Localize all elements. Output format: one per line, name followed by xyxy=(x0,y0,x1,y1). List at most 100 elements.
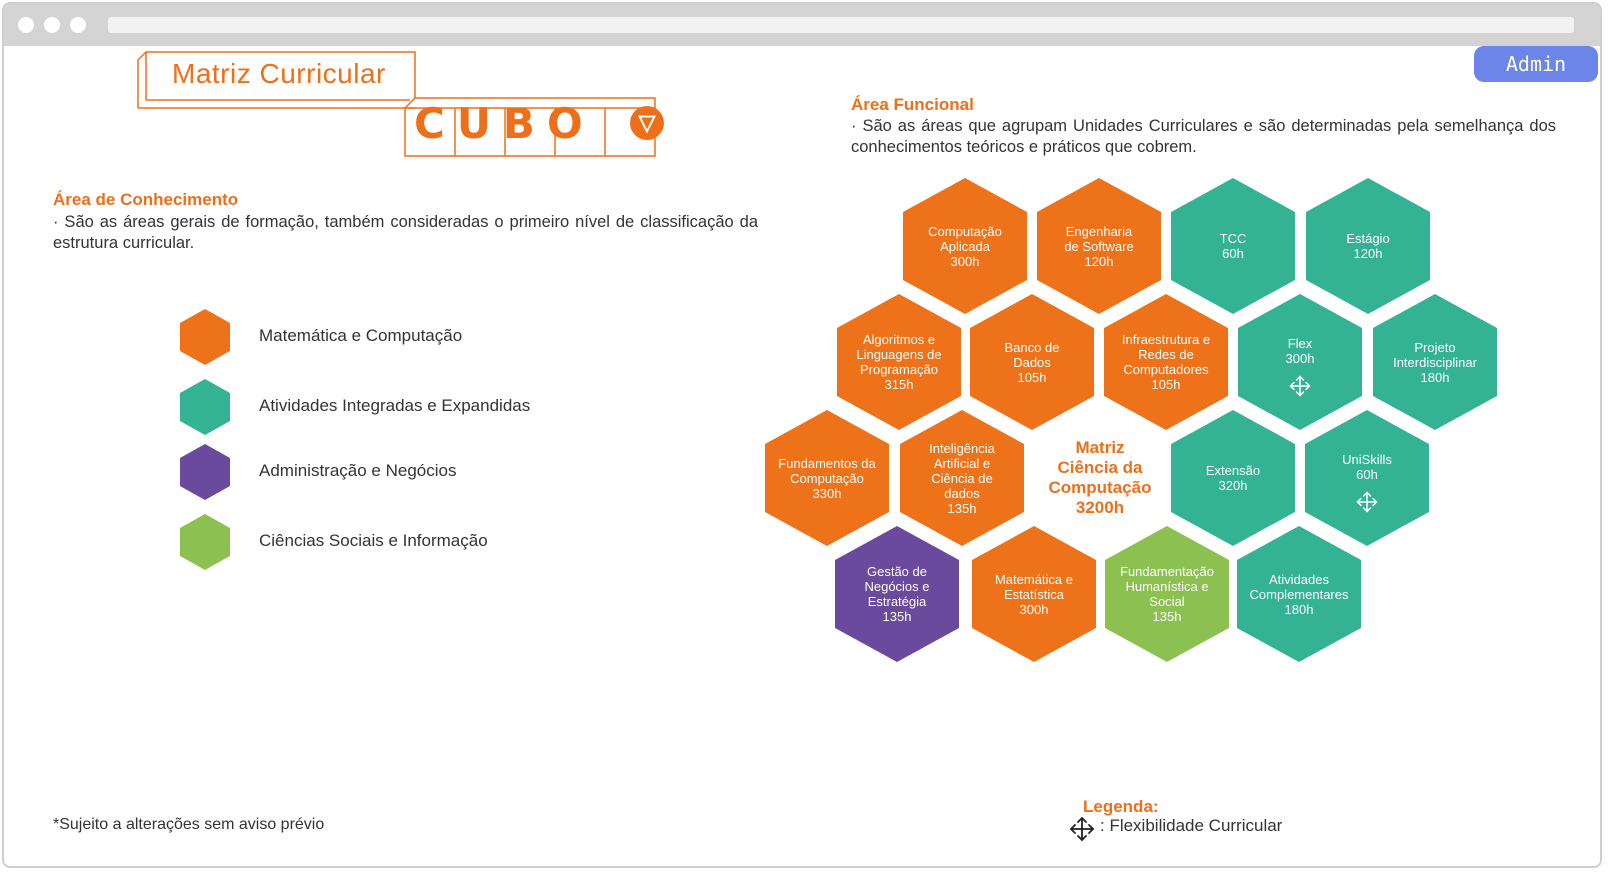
hex-cell[interactable] xyxy=(970,294,1094,430)
logo-emblem-icon: ▽ xyxy=(630,106,664,140)
hex-cell[interactable] xyxy=(1305,410,1429,546)
hex-label-line: 330h xyxy=(812,485,842,501)
hex-cell[interactable] xyxy=(900,410,1024,546)
hex-label-line: 180h xyxy=(1420,369,1450,385)
area-conhecimento-text: · São as áreas gerais de formação, també… xyxy=(53,213,758,252)
hex-label-line: 300h xyxy=(1019,601,1049,617)
legend-hex-icon xyxy=(180,514,230,570)
hex-label-line: UniSkills xyxy=(1342,452,1392,467)
flex-arrows-icon xyxy=(1289,375,1311,397)
center-matrix-title: Matriz Ciência da Computação 3200h xyxy=(1048,438,1152,517)
hex-cell[interactable] xyxy=(1306,178,1430,314)
hex-cell[interactable] xyxy=(1171,410,1295,546)
hex-label-line: dados xyxy=(944,485,980,501)
window-minimize-dot[interactable] xyxy=(44,17,60,33)
hex-cell[interactable] xyxy=(1238,294,1362,430)
hex-cell[interactable] xyxy=(835,526,959,662)
hex-label-line: Negócios e xyxy=(864,579,930,594)
hex-cell[interactable] xyxy=(765,410,889,546)
hex-label-line: Ciência de xyxy=(931,470,993,486)
hex-label-line: Flex xyxy=(1287,336,1313,351)
hex-label-line: Banco de xyxy=(1004,339,1060,355)
hex-label-line: 135h xyxy=(882,609,912,624)
logo-title: Matriz Curricular xyxy=(172,58,386,89)
legend-text: : Flexibilidade Curricular xyxy=(1100,816,1283,835)
hex-label-line: Matemática e xyxy=(994,571,1074,587)
hex-label-line: Estratégia xyxy=(867,594,927,609)
hex-label-line: Projeto xyxy=(1414,339,1456,355)
title-bar xyxy=(4,4,1600,46)
hex-label-line: Infraestrutura e xyxy=(1121,332,1211,347)
hex-cell[interactable] xyxy=(837,294,961,430)
window-close-dot[interactable] xyxy=(18,17,34,33)
hex-cell[interactable] xyxy=(1104,294,1228,430)
hex-label-line: Computadores xyxy=(1123,362,1209,377)
hex-label-line: 60h xyxy=(1356,467,1378,482)
legend-label: Atividades Integradas e Expandidas xyxy=(259,396,531,415)
hex-label-line: TCC xyxy=(1219,231,1247,246)
disclaimer-text: *Sujeito a alterações sem aviso prévio xyxy=(53,816,325,833)
legend-hex-icon xyxy=(180,379,230,435)
hex-label-line: Computação xyxy=(928,223,1002,239)
hex-label-line: Interdisciplinar xyxy=(1393,354,1477,370)
hex-label-line: Humanística e xyxy=(1125,579,1209,594)
hex-cell[interactable] xyxy=(1105,526,1229,662)
admin-button[interactable]: Admin xyxy=(1474,46,1598,82)
legend-label: Administração e Negócios xyxy=(259,461,457,480)
hex-label-line: 300h xyxy=(950,253,980,269)
hex-label-line: Engenharia xyxy=(1065,223,1133,239)
hex-label-line: Computação xyxy=(790,470,864,486)
hex-label-line: 315h xyxy=(884,377,914,392)
area-funcional-text: · São as áreas que agrupam Unidades Curr… xyxy=(851,117,1556,156)
legend-label: Matemática e Computação xyxy=(259,326,463,345)
hex-cell[interactable] xyxy=(903,178,1027,314)
hex-label-line: Extensão xyxy=(1205,463,1261,478)
legend-label: Ciências Sociais e Informação xyxy=(259,531,488,550)
area-funcional-title: Área Funcional xyxy=(851,95,974,114)
logo-word: CUBO xyxy=(414,99,595,148)
hex-label-line: Dados xyxy=(1013,354,1051,370)
area-conhecimento-title: Área de Conhecimento xyxy=(53,190,239,209)
hex-label-line: Estágio xyxy=(1346,231,1390,246)
legend-hex-icon xyxy=(180,309,230,365)
hex-cell[interactable] xyxy=(1237,526,1361,662)
hex-cell[interactable] xyxy=(1373,294,1497,430)
hex-label-line: de Software xyxy=(1064,238,1134,254)
address-bar[interactable] xyxy=(108,17,1574,33)
hex-label-line: 135h xyxy=(947,500,977,516)
hex-label-line: 60h xyxy=(1222,246,1244,261)
hex-label-line: Programação xyxy=(859,362,939,377)
hex-label-line: Gestão de xyxy=(867,564,927,579)
legend-title: Legenda: xyxy=(1083,797,1159,816)
hex-label-line: Social xyxy=(1149,594,1185,609)
flex-arrows-icon xyxy=(1069,816,1095,842)
hex-label-line: Atividades xyxy=(1269,571,1329,587)
hex-label-line: 105h xyxy=(1151,377,1181,392)
flex-arrows-icon xyxy=(1356,491,1378,513)
hex-label-line: Artificial e xyxy=(933,455,991,471)
hex-label-line: 135h xyxy=(1152,609,1182,624)
hex-cell[interactable] xyxy=(1037,178,1161,314)
hex-label-line: Aplicada xyxy=(940,238,990,254)
hex-label-line: 120h xyxy=(1084,253,1114,269)
hex-cell[interactable] xyxy=(972,526,1096,662)
window-maximize-dot[interactable] xyxy=(70,17,86,33)
hex-label-line: Fundamentação xyxy=(1120,564,1214,579)
hex-label-line: 105h xyxy=(1017,369,1047,385)
hex-cell[interactable] xyxy=(1171,178,1295,314)
hex-label-line: Estatística xyxy=(1004,586,1064,602)
